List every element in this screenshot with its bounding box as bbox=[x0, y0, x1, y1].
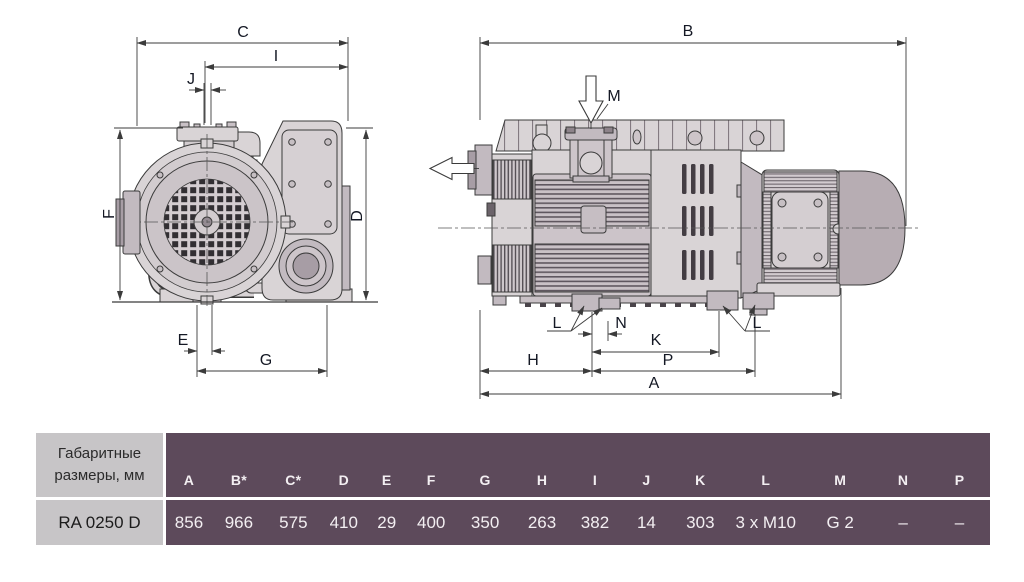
col-header-p: P bbox=[954, 472, 965, 488]
col-header-a: A bbox=[183, 472, 195, 488]
dim-label-g: G bbox=[260, 352, 272, 369]
dim-label-b: B bbox=[683, 23, 694, 40]
value-p: – bbox=[954, 512, 965, 532]
value-f: 400 bbox=[416, 512, 446, 532]
table-header-column: Габаритные размеры, мм RA 0250 D bbox=[36, 433, 163, 545]
col-header-k: K bbox=[695, 472, 706, 488]
front-view-dimensions: C I J F D E G bbox=[101, 24, 373, 377]
col-header-c: C* bbox=[285, 472, 302, 488]
dim-label-c: C bbox=[237, 24, 249, 41]
table-values-block: A B* C* D E F G H I J K L M N P 856 966 … bbox=[166, 433, 990, 545]
table-row-divider bbox=[166, 497, 990, 500]
dim-label-i: I bbox=[274, 48, 278, 65]
dim-label-e: E bbox=[178, 332, 189, 349]
front-view bbox=[112, 120, 378, 306]
value-j: 14 bbox=[636, 512, 656, 532]
dim-label-f: F bbox=[101, 209, 118, 219]
table-header-row: A B* C* D E F G H I J K L M N P bbox=[166, 433, 990, 497]
value-d: 410 bbox=[329, 512, 358, 532]
side-view bbox=[438, 119, 921, 316]
dimensional-drawing: C I J F D E G bbox=[101, 23, 921, 399]
value-i: 382 bbox=[580, 512, 610, 532]
dim-label-m: M bbox=[607, 88, 620, 105]
col-header-l: L bbox=[761, 472, 771, 488]
value-e: 29 bbox=[377, 512, 397, 532]
value-b: 966 bbox=[224, 512, 254, 532]
col-header-d: D bbox=[338, 472, 349, 488]
value-k: 303 bbox=[686, 512, 715, 532]
dim-label-k: K bbox=[651, 332, 662, 349]
col-header-b: B* bbox=[230, 472, 247, 488]
value-c: 575 bbox=[279, 512, 308, 532]
value-m: G 2 bbox=[826, 512, 854, 532]
col-header-j: J bbox=[642, 472, 651, 488]
col-header-g: G bbox=[479, 472, 491, 488]
dim-label-a: A bbox=[649, 375, 660, 392]
value-l: 3 x M10 bbox=[735, 512, 796, 532]
col-header-e: E bbox=[381, 472, 392, 488]
value-h: 263 bbox=[527, 512, 557, 532]
col-header-m: M bbox=[834, 472, 847, 488]
table-title: Габаритные размеры, мм bbox=[36, 433, 163, 497]
col-header-i: I bbox=[592, 472, 598, 488]
value-a: 856 bbox=[174, 512, 204, 532]
model-name: RA 0250 D bbox=[36, 500, 163, 545]
dim-label-l-left: L bbox=[553, 315, 562, 332]
dim-label-l-right: L bbox=[753, 315, 762, 332]
value-n: – bbox=[898, 512, 908, 532]
side-view-dimensions: B M L N K P H A L bbox=[428, 23, 907, 399]
value-g: 350 bbox=[470, 512, 500, 532]
dim-label-h: H bbox=[527, 352, 539, 369]
table-row-divider bbox=[36, 497, 163, 500]
dimensions-table: Габаритные размеры, мм RA 0250 D A B* C*… bbox=[36, 433, 990, 545]
col-header-h: H bbox=[536, 472, 548, 488]
col-header-n: N bbox=[897, 472, 909, 488]
dim-label-n: N bbox=[615, 315, 627, 332]
dim-label-d: D bbox=[349, 210, 366, 222]
col-header-f: F bbox=[426, 472, 436, 488]
dim-label-p: P bbox=[663, 352, 674, 369]
table-value-row: 856 966 575 410 29 400 350 263 382 14 30… bbox=[166, 500, 990, 545]
dim-label-j: J bbox=[187, 71, 195, 88]
